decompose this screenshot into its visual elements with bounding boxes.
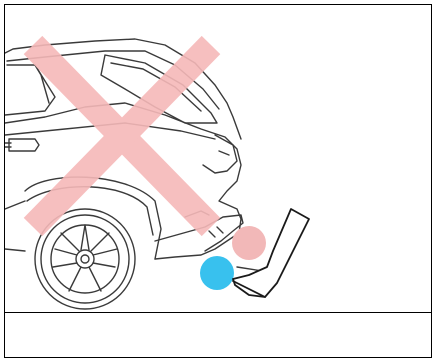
car-rear-icon bbox=[5, 39, 275, 309]
blue-dot-icon bbox=[200, 256, 234, 290]
caption-area bbox=[5, 313, 431, 357]
pink-dot-icon bbox=[232, 226, 266, 260]
cross-mark-icon bbox=[33, 45, 211, 227]
diagram-panel bbox=[4, 4, 432, 358]
car-rear-illustration bbox=[5, 5, 431, 311]
